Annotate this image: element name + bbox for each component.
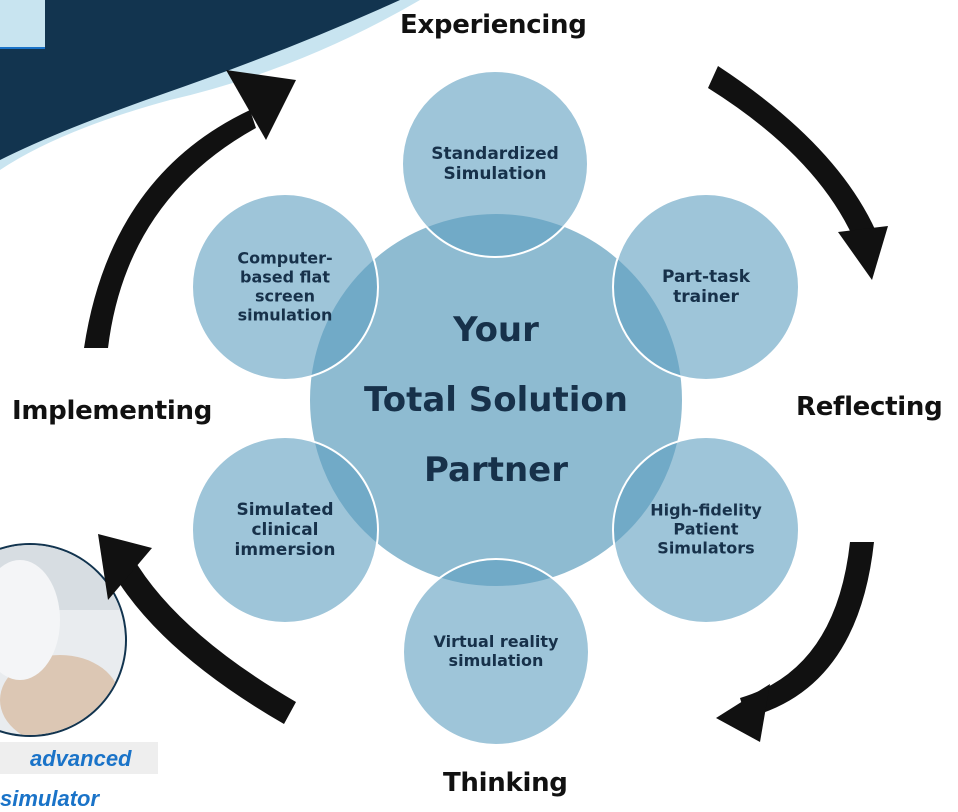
bubble-label-line: Standardized	[431, 143, 559, 164]
bubble-upper-right	[612, 193, 800, 381]
bubble-label-line: immersion	[234, 540, 336, 561]
caption-line-2: simulator	[0, 786, 100, 811]
bubble-label-line: screen	[255, 286, 315, 305]
arrowhead-top-right	[838, 226, 888, 280]
bubble-label-line: simulation	[448, 651, 544, 670]
bubble-label-line: based flat	[240, 267, 330, 287]
center-title-line-2: Total Solution	[364, 380, 628, 420]
bubble-label-high-fidelity-patient-simulators: High-fidelity Patient Simulators	[650, 500, 762, 559]
cycle-arrows	[84, 66, 888, 742]
bubble-label-line: Patient	[673, 519, 739, 539]
center-title-line-3: Partner	[423, 450, 568, 490]
bubble-label-part-task-trainer: Part-task trainer	[662, 267, 750, 307]
arrowhead-bottom-left	[98, 534, 152, 600]
stage-label-thinking: Thinking	[443, 768, 568, 798]
bubble-label-line: Simulation	[443, 164, 547, 184]
center-title: Your Total Solution Partner	[364, 295, 628, 505]
center-title-line-1: Your	[453, 310, 539, 350]
bubble-label-standardized-simulation: Standardized Simulation	[431, 144, 559, 184]
arrowhead-bottom-right	[716, 684, 770, 742]
bubble-upper-left	[191, 193, 379, 381]
bubble-label-line: Virtual reality	[433, 632, 559, 652]
arrow-experiencing-to-reflecting	[708, 66, 882, 254]
bubble-label-line: simulation	[237, 304, 333, 324]
bubble-label-line: Part-task	[661, 266, 751, 287]
bubble-lower-right	[612, 436, 800, 624]
bubble-label-line: Simulated	[236, 499, 334, 520]
arrowhead-top-left	[226, 70, 296, 140]
bubble-label-line: High-fidelity	[650, 500, 762, 520]
bubble-label-computer-based-flat-screen-simulation: Computer- based flat screen simulation	[237, 248, 333, 325]
corner-banner	[0, 0, 420, 170]
bubble-label-line: trainer	[673, 287, 739, 307]
arrow-thinking-to-implementing	[110, 556, 296, 724]
bubble-label-virtual-reality-simulation: Virtual reality simulation	[433, 632, 559, 671]
caption-line-1: advanced	[30, 746, 132, 771]
stage-label-implementing: Implementing	[12, 396, 213, 426]
stage-label-reflecting: Reflecting	[796, 392, 943, 422]
arrow-implementing-to-experiencing	[84, 110, 256, 348]
bubble-bottom	[402, 558, 590, 746]
bubble-label-line: Simulators	[657, 538, 755, 558]
bubble-label-line: Computer-	[237, 248, 333, 268]
bubble-lower-left	[191, 436, 379, 624]
bubbles	[191, 70, 800, 746]
bubble-label-simulated-clinical-immersion: Simulated clinical immersion	[235, 500, 336, 560]
stage-label-experiencing: Experiencing	[400, 10, 587, 40]
bubble-label-line: clinical	[251, 519, 319, 540]
bubble-top	[401, 70, 589, 258]
caption-bg	[0, 742, 158, 774]
